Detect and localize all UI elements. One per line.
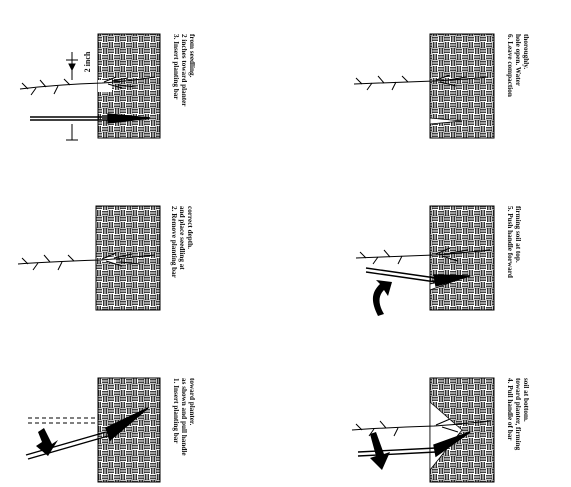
step-1-panel (26, 378, 160, 482)
step-4-panel (352, 378, 494, 482)
caption-step-5: 5. Push handle forward firming soil at t… (506, 206, 522, 278)
caption-line: 4. Pull handle of bar (506, 378, 514, 441)
push-arrow (373, 280, 392, 316)
caption-line: toward planter, firming (514, 378, 522, 451)
caption-line: firming soil at top. (514, 206, 522, 263)
step-5-panel (356, 206, 494, 316)
caption-step-3: 3. Insert planting bar 2 inches toward p… (172, 34, 196, 107)
soil-block (430, 206, 494, 310)
caption-line: 2 inches toward planter (180, 34, 188, 107)
step-6-panel (354, 34, 494, 138)
caption-line: correct depth. (186, 206, 194, 249)
caption-line: thoroughly. (522, 34, 530, 69)
caption-line: 6. Leave compaction (506, 34, 514, 97)
soil-block (430, 378, 494, 482)
caption-step-6: 6. Leave compaction hole open. Water tho… (506, 34, 530, 97)
caption-line: hole open. Water (514, 34, 522, 87)
caption-line: 1. Insert planting bar (172, 378, 180, 444)
step-3-panel: 2 inch (20, 34, 160, 140)
handle-position-dashes (28, 418, 96, 423)
caption-line: toward planter. (188, 378, 196, 425)
caption-line: 2. Remove planting bar (170, 206, 178, 279)
caption-line: and place seedling at (178, 206, 186, 270)
step-2-panel (18, 206, 160, 310)
caption-line: 3. Insert planting bar (172, 34, 180, 100)
caption-line: soil at bottom. (522, 378, 530, 422)
caption-line: 5. Push handle forward (506, 206, 514, 278)
caption-step-4: 4. Pull handle of bar toward planter, fi… (506, 378, 530, 451)
caption-line: from seedling. (188, 34, 196, 78)
measure-indicator (66, 52, 78, 140)
soil-block (430, 34, 494, 138)
caption-step-2: 2. Remove planting bar and place seedlin… (170, 206, 194, 279)
caption-step-1: 1. Insert planting bar as shown and pull… (172, 378, 196, 456)
caption-line: as shown and pull handle (180, 378, 188, 456)
measure-label: 2 inch (83, 51, 92, 72)
